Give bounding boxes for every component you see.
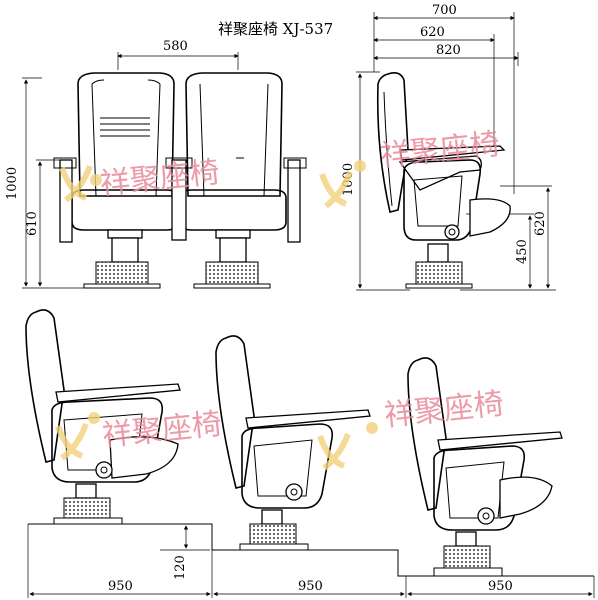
front-chair-left — [53, 72, 179, 243]
front-view: 580 1000 610 — [5, 39, 307, 289]
dim-580: 580 — [163, 39, 188, 54]
dim-950-b: 950 — [298, 579, 323, 594]
watermark-text-4: 祥聚座椅 — [383, 386, 506, 433]
dim-front-610: 610 — [25, 211, 40, 236]
dim-950-c: 950 — [488, 579, 513, 594]
dim-front-1000: 1000 — [5, 167, 20, 200]
watermark-logo-icon-1 — [59, 164, 102, 203]
front-chair-right — [179, 72, 307, 243]
tiered-view: 120 950 950 950 — [25, 309, 595, 598]
front-pedestal-right — [193, 229, 271, 289]
dim-820: 820 — [436, 43, 461, 58]
watermark-logos — [55, 160, 378, 471]
side-writing-tablet — [399, 145, 506, 161]
side-pivot-knob — [444, 224, 460, 240]
tiered-chair-1 — [25, 309, 181, 525]
drawing-title: 祥聚座椅 XJ-537 — [218, 20, 333, 38]
side-backrest — [376, 72, 409, 213]
watermark-text-1: 祥聚座椅 — [98, 155, 221, 202]
watermark-text-3: 祥聚座椅 — [101, 407, 224, 454]
dim-700: 700 — [432, 3, 457, 18]
watermark-logo-icon-2 — [319, 160, 366, 209]
tiered-chair-2 — [215, 335, 371, 551]
floor-steps — [28, 523, 594, 577]
watermark-logo-icon-4 — [317, 422, 378, 471]
dim-950-a: 950 — [108, 579, 133, 594]
front-pedestal-left — [83, 229, 161, 289]
dim-620-side: 620 — [533, 211, 548, 236]
dim-120: 120 — [173, 555, 188, 580]
front-center-armrest — [171, 159, 187, 241]
side-seat-pan — [469, 198, 511, 237]
dim-450: 450 — [515, 239, 530, 264]
side-view: 700 620 820 1000 450 620 — [341, 3, 556, 291]
watermark-text-2: 祥聚座椅 — [379, 127, 502, 174]
dim-620-top: 620 — [420, 25, 445, 40]
watermark-logo-icon-3 — [55, 412, 100, 461]
tiered-chair-3 — [407, 357, 563, 577]
